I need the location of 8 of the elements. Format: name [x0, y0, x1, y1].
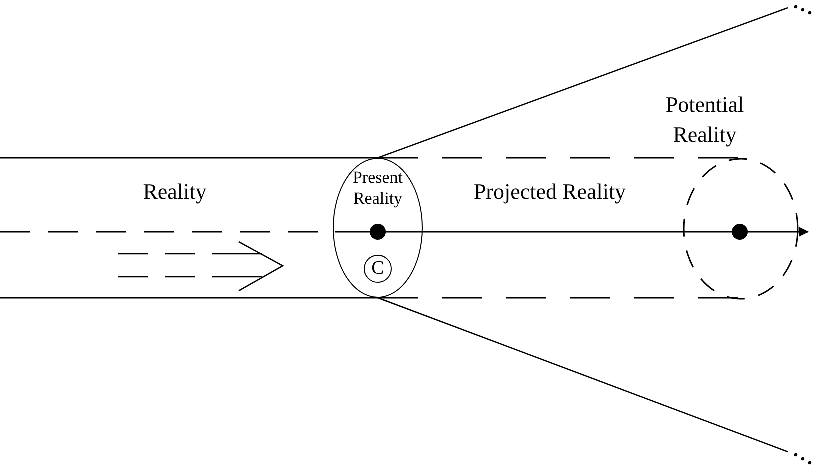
ellipse-node — [333, 158, 423, 298]
dashed-circle — [683, 158, 797, 298]
region-label: Reality — [142, 178, 208, 206]
node-text: Present Reality — [352, 167, 404, 210]
circle-node — [364, 255, 392, 283]
region-label: Potential Reality — [664, 91, 746, 149]
region-label: Projected Reality — [472, 178, 628, 206]
node-text: C — [372, 257, 384, 281]
